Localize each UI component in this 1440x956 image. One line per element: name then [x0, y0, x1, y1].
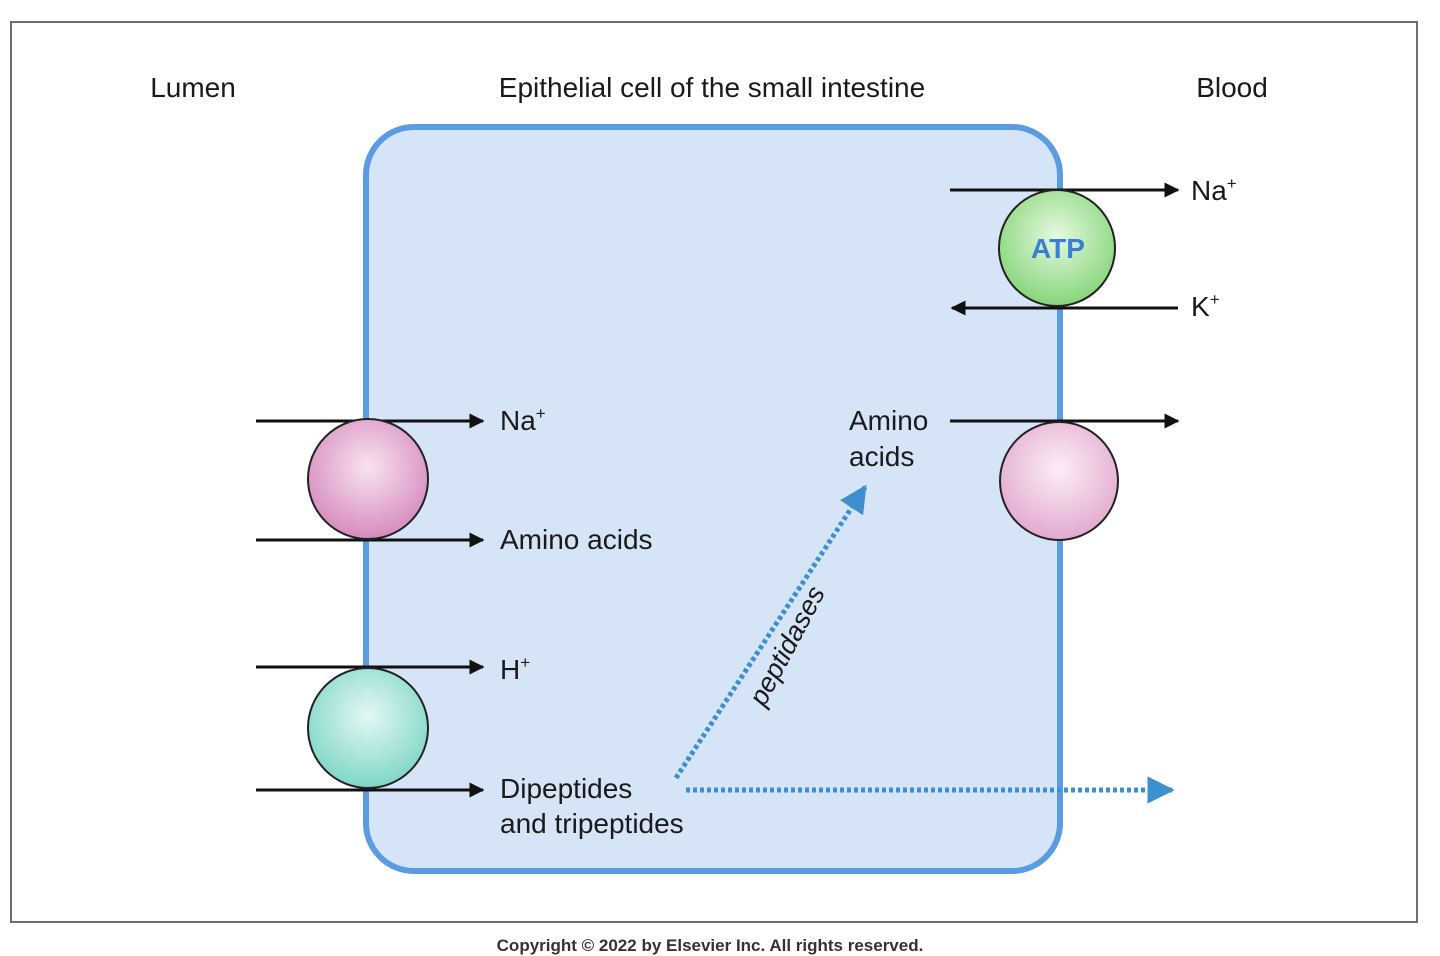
apical-na-label: Na+ [500, 404, 546, 436]
apical-amino-acids-label: Amino acids [500, 524, 653, 555]
intracellular-amino-label-line2: acids [849, 441, 914, 472]
dipeptides-label-line2: and tripeptides [500, 808, 684, 839]
cell-title: Epithelial cell of the small intestine [499, 72, 925, 103]
apical-h-label: H+ [500, 653, 530, 685]
copyright-notice: Copyright © 2022 by Elsevier Inc. All ri… [497, 936, 924, 955]
atp-label: ATP [1031, 233, 1085, 264]
na-amino-acid-cotransporter [307, 418, 429, 540]
h-peptide-cotransporter [307, 667, 429, 789]
epithelial-cell [363, 124, 1063, 874]
pump-k-label: K+ [1191, 290, 1220, 322]
peptidase-arrow [673, 484, 868, 780]
pump-na-label: Na+ [1191, 174, 1237, 206]
lumen-label: Lumen [150, 72, 236, 103]
dipeptides-label-line1: Dipeptides [500, 773, 632, 804]
basolateral-amino-acid-transporter [999, 421, 1119, 541]
na-k-atpase-pump [998, 189, 1116, 307]
blood-label: Blood [1196, 72, 1268, 103]
intracellular-amino-label-line1: Amino [849, 405, 928, 436]
